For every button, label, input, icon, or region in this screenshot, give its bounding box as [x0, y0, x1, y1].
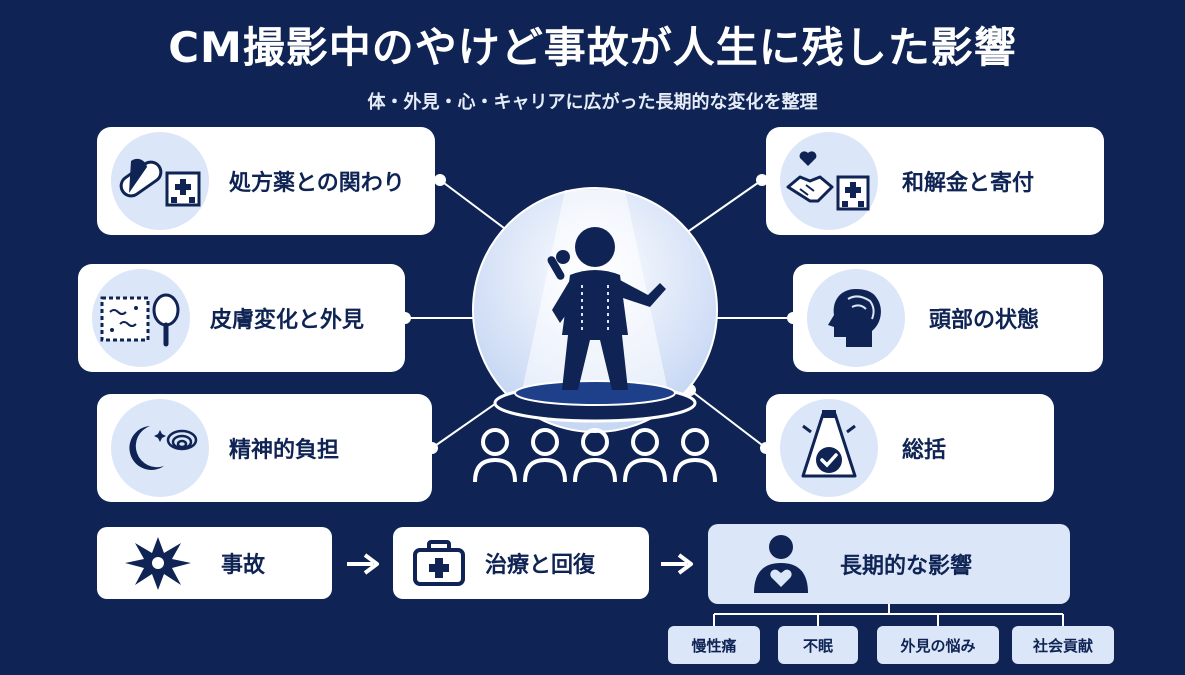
person-heart-icon: [754, 535, 808, 593]
flow-step-accident: 事故: [97, 527, 332, 599]
pill-icon: [119, 158, 163, 198]
card-label: 頭部の状態: [929, 308, 1040, 333]
head-profile-icon: [828, 289, 881, 347]
card-icon-circle: [111, 399, 209, 497]
spotlight-check-icon: [801, 410, 857, 478]
page-title: CM撮影中のやけど事故が人生に残した影響: [168, 23, 1017, 72]
card-label: 精神的負担: [229, 438, 340, 463]
card-label: 総括: [902, 438, 947, 463]
flow-arrow-right: [661, 553, 693, 575]
card-icon-circle: [807, 269, 905, 367]
card-summary: 総括: [766, 394, 1054, 502]
card-skin: 皮膚変化と外見: [78, 264, 405, 372]
flow-step-label: 長期的な影響: [840, 554, 973, 579]
impact-tag-insomnia: 不眠: [778, 626, 858, 664]
card-icon-circle: [780, 132, 878, 230]
card-label: 皮膚変化と外見: [210, 308, 365, 333]
flow-step-long-term: 長期的な影響: [708, 524, 1070, 604]
flow-step-treatment: 治療と回復: [393, 527, 649, 599]
burst-icon: [125, 537, 191, 590]
performer-on-stage-icon: [472, 187, 718, 433]
impact-tag-chronic-pain: 慢性痛: [668, 626, 760, 664]
handshake-heart-icon: [786, 151, 834, 203]
card-settlement: 和解金と寄付: [766, 127, 1104, 235]
impact-tag-appearance: 外見の悩み: [877, 626, 999, 664]
flow-step-label: 治療と回復: [485, 553, 596, 578]
swirl-icon: [166, 429, 198, 451]
flow-arrow-right: [347, 553, 379, 575]
hospital-icon: [165, 171, 201, 207]
first-aid-kit-icon: [413, 540, 465, 586]
page-subtitle: 体・外見・心・キャリアに広がった長期的な変化を整理: [367, 92, 818, 113]
card-prescription: 処方薬との関わり: [97, 127, 435, 235]
card-label: 処方薬との関わり: [229, 171, 405, 196]
flow-step-label: 事故: [221, 553, 266, 578]
mirror-icon: [152, 293, 180, 347]
audience-icon: [473, 428, 717, 483]
skin-texture-icon: [100, 296, 150, 342]
card-icon-circle: [92, 269, 190, 367]
card-icon-circle: [111, 132, 209, 230]
card-icon-circle: [780, 399, 878, 497]
card-label: 和解金と寄付: [902, 171, 1035, 196]
hospital-icon: [836, 175, 870, 211]
impact-tag-social: 社会貢献: [1012, 626, 1114, 664]
card-mental: 精神的負担: [97, 394, 432, 502]
moon-icon: [129, 426, 166, 470]
card-head: 頭部の状態: [793, 264, 1103, 372]
